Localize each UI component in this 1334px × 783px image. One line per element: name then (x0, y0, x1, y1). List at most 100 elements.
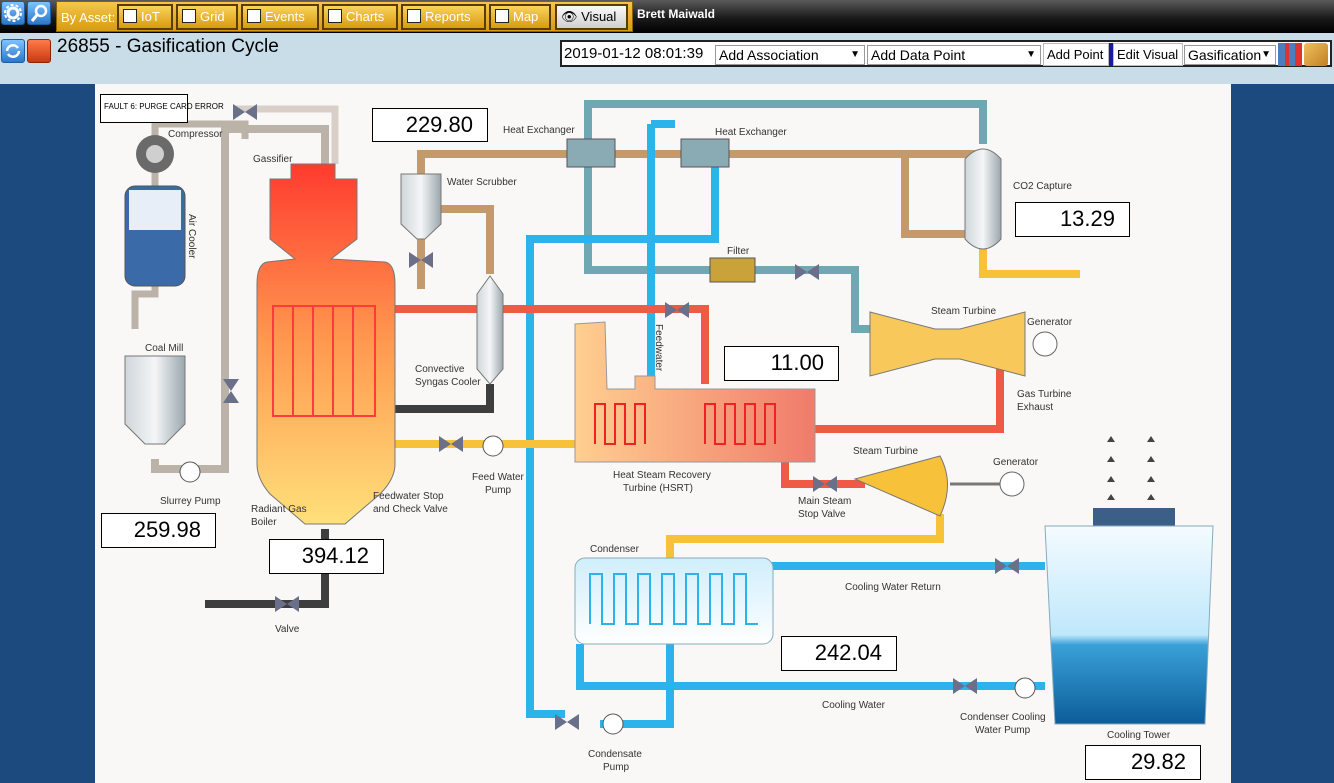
svg-text:Generator: Generator (993, 457, 1039, 468)
page-title: 26855 - Gasification Cycle (57, 36, 279, 57)
svg-text:Cooling Water Return: Cooling Water Return (845, 582, 941, 593)
steam-plume-icon (1107, 436, 1155, 500)
svg-text:Gassifier: Gassifier (253, 154, 293, 165)
condenser-reading[interactable]: 242.04 (781, 636, 897, 671)
svg-text:Gas Turbine: Gas Turbine (1017, 389, 1072, 400)
page-header: 26855 - Gasification Cycle 2019-01-12 08… (0, 33, 1334, 84)
valve-icon (223, 379, 239, 403)
svg-text:Water Pump: Water Pump (975, 725, 1031, 736)
add-point-button[interactable]: Add Point (1043, 43, 1109, 66)
svg-text:Condensate: Condensate (588, 749, 642, 760)
svg-text:Cooling Tower: Cooling Tower (1107, 730, 1171, 741)
valve-icon (795, 264, 819, 280)
asset-toolbar: By Asset: IoT Grid Events Charts Reports… (56, 1, 633, 32)
svg-text:Steam Turbine: Steam Turbine (931, 306, 996, 317)
heat-exchanger-icon (566, 138, 616, 168)
valve-icon (409, 252, 433, 268)
valve-icon (953, 678, 977, 694)
svg-text:Valve: Valve (275, 624, 300, 635)
events-button[interactable]: Events (241, 4, 319, 30)
visual-button[interactable]: 👁 Visual (555, 4, 628, 30)
svg-text:Heat Steam Recovery: Heat Steam Recovery (613, 470, 711, 481)
svg-text:Main Steam: Main Steam (798, 496, 851, 507)
svg-text:Heat Exchanger: Heat Exchanger (503, 125, 575, 136)
condenser-cooling-water-pump-icon (1014, 677, 1036, 699)
valve-icon (813, 476, 837, 492)
cooling-tower-icon (1044, 525, 1214, 725)
settings-gear-icon[interactable] (1, 1, 25, 25)
chevron-down-icon: ▼ (850, 49, 860, 60)
gasification-schematic: Compressor Air Cooler Coal Mill Slurrey … (124, 100, 1214, 773)
radiant-gas-boiler-icon (256, 163, 396, 525)
top-bar: By Asset: IoT Grid Events Charts Reports… (0, 0, 1334, 33)
condensate-pump-icon (602, 713, 624, 735)
svg-text:Turbine (HSRT): Turbine (HSRT) (623, 483, 693, 494)
svg-text:Generator: Generator (1027, 317, 1073, 328)
calendar-icon (247, 9, 261, 23)
map-icon (495, 9, 509, 23)
grid-button[interactable]: Grid (176, 4, 238, 30)
svg-text:Condenser Cooling: Condenser Cooling (960, 712, 1046, 723)
toolbar-divider (1109, 43, 1113, 66)
hsrt-icon (574, 321, 816, 463)
feed-water-pump-icon (482, 435, 504, 457)
svg-text:Heat Exchanger: Heat Exchanger (715, 127, 787, 138)
svg-text:Syngas Cooler: Syngas Cooler (415, 377, 481, 388)
fault-message[interactable]: FAULT 6: PURGE CARD ERROR (100, 94, 224, 123)
svg-text:and Check Valve: and Check Valve (373, 504, 448, 515)
search-icon[interactable] (27, 1, 51, 25)
valve-icon (665, 302, 689, 318)
edit-visual-button[interactable]: Edit Visual (1113, 43, 1183, 66)
svg-text:Feedwater: Feedwater (653, 324, 664, 372)
svg-text:Exhaust: Exhaust (1017, 402, 1053, 413)
boiler-reading[interactable]: 394.12 (269, 539, 384, 574)
iot-button[interactable]: IoT (117, 4, 173, 30)
valve-icon (233, 104, 257, 120)
valve-icon (555, 714, 579, 730)
asset-cube-icon[interactable] (27, 39, 51, 63)
co2-capture-reading[interactable]: 13.29 (1015, 202, 1130, 237)
svg-text:Radiant Gas: Radiant Gas (251, 504, 307, 515)
process-diagram: Compressor Air Cooler Coal Mill Slurrey … (95, 84, 1231, 783)
svg-text:Filter: Filter (727, 246, 750, 257)
svg-text:Steam Turbine: Steam Turbine (853, 446, 918, 457)
visual-toolbar: 2019-01-12 08:01:39 Add Association▼ Add… (560, 40, 1332, 67)
chevron-down-icon: ▼ (1026, 49, 1036, 60)
svg-text:Feed Water: Feed Water (472, 472, 525, 483)
svg-text:Compressor: Compressor (168, 129, 223, 140)
co2-capture-icon (964, 148, 1002, 250)
refresh-icon[interactable] (1, 39, 25, 63)
svg-text:Coal Mill: Coal Mill (145, 343, 183, 354)
timestamp: 2019-01-12 08:01:39 (564, 45, 704, 62)
filter-icon (709, 257, 756, 283)
slurry-pump-reading[interactable]: 259.98 (101, 513, 216, 548)
add-association-select[interactable]: Add Association▼ (715, 45, 865, 65)
svg-text:Convective: Convective (415, 364, 465, 375)
svg-text:Water Scrubber: Water Scrubber (447, 177, 517, 188)
package-icon[interactable] (1304, 43, 1328, 66)
coal-mill-icon (124, 355, 186, 445)
reports-button[interactable]: Reports (401, 4, 486, 30)
svg-text:Pump: Pump (603, 762, 630, 773)
clipboard-icon (407, 9, 421, 23)
add-data-point-select[interactable]: Add Data Point▼ (867, 45, 1041, 65)
map-button[interactable]: Map (489, 4, 551, 30)
chart-icon (328, 9, 342, 23)
water-scrubber-reading[interactable]: 229.80 (372, 108, 488, 142)
user-name[interactable]: Brett Maiwald (637, 7, 716, 21)
water-scrubber-icon (400, 173, 442, 240)
cooling-tower-reading[interactable]: 29.82 (1085, 745, 1201, 780)
convective-syngas-cooler-icon (476, 275, 504, 385)
svg-text:Pump: Pump (485, 485, 512, 496)
svg-text:Air Cooler: Air Cooler (186, 214, 197, 259)
charts-button[interactable]: Charts (322, 4, 398, 30)
steam-turbine-icon (869, 311, 1026, 377)
visual-select[interactable]: Gasification▼ (1184, 45, 1276, 65)
layout-icon[interactable] (1278, 43, 1302, 66)
chevron-down-icon: ▼ (1261, 49, 1271, 60)
generator-icon (999, 471, 1025, 497)
valve-icon (995, 558, 1019, 574)
hsrt-reading[interactable]: 11.00 (724, 346, 839, 381)
iot-icon (123, 9, 137, 23)
svg-text:Feedwater Stop: Feedwater Stop (373, 491, 444, 502)
